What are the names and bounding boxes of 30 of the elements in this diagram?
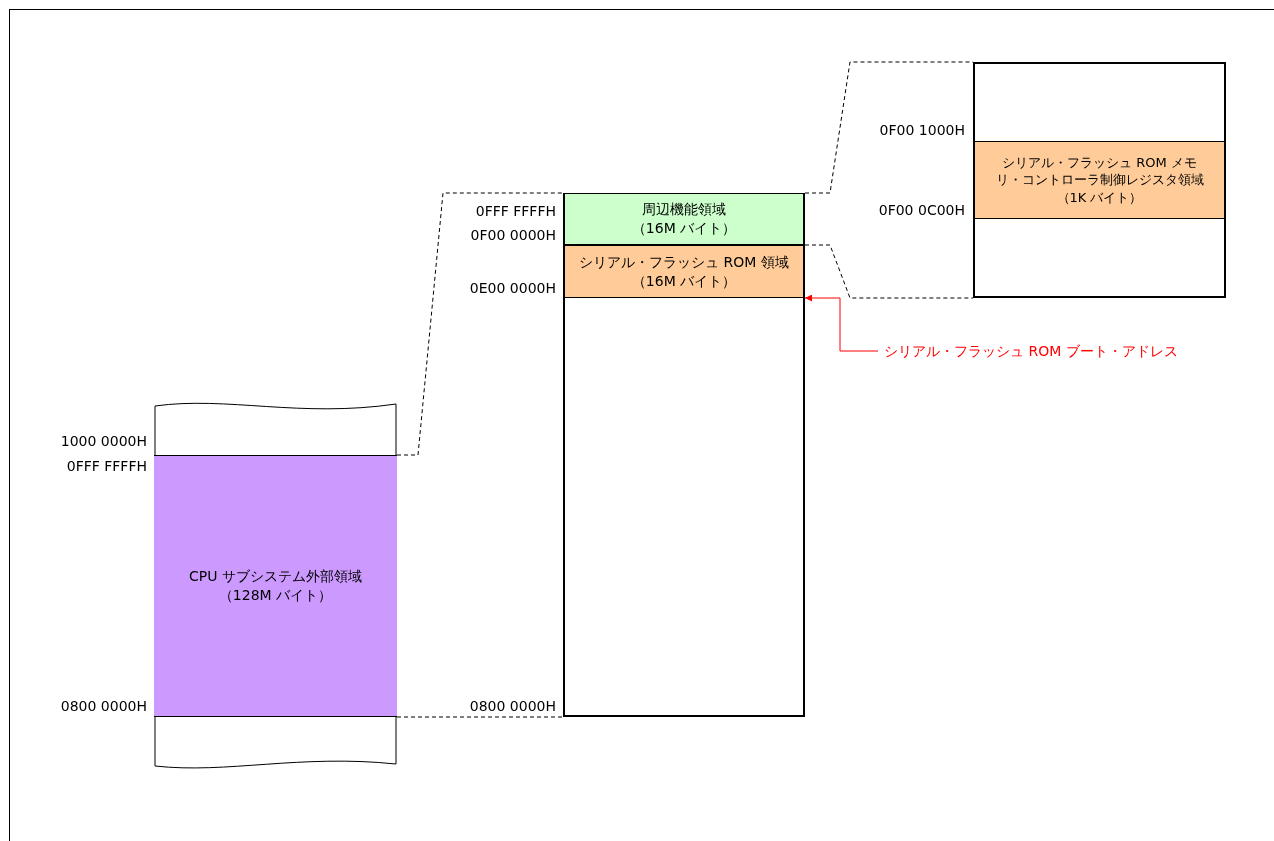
- memory-column-drawing: [154, 400, 397, 770]
- address-label: 0F00 1000H: [879, 122, 965, 138]
- connector-line: [804, 244, 974, 299]
- region-label: シリアル・フラッシュ ROM メモリ・コントローラ制御レジスタ領域: [994, 153, 1205, 189]
- address-label: 0FFF FFFFH: [475, 203, 556, 219]
- address-label: 0800 0000H: [60, 698, 147, 714]
- memory-map-box: [973, 62, 1226, 298]
- address-label: 1000 0000H: [60, 433, 147, 449]
- memory-region: [565, 245, 803, 298]
- region-label: （16M バイト）: [630, 271, 738, 291]
- address-label: 0FFF FFFFH: [66, 458, 147, 474]
- region-label: 周辺機能領域: [641, 200, 727, 219]
- address-label: 0800 0000H: [469, 698, 556, 714]
- memory-region: [154, 455, 397, 717]
- address-label: 0F00 0000H: [470, 227, 556, 243]
- region-label: （128M バイト）: [217, 586, 334, 605]
- memory-map-box: [563, 193, 805, 717]
- address-label: 0F00 0C00H: [878, 202, 965, 218]
- region-label: シリアル・フラッシュ ROM ブート・アドレス: [883, 341, 1179, 361]
- region-label: シリアル・フラッシュ ROM 領域: [578, 252, 790, 272]
- connector-line: [396, 716, 564, 718]
- memory-region: [975, 141, 1224, 219]
- arrow: [804, 294, 879, 352]
- region-label: CPU サブシステム外部領域: [188, 567, 363, 586]
- region-label: （1K バイト）: [1055, 188, 1144, 207]
- memory-region: [565, 193, 803, 245]
- address-label: 0E00 0000H: [469, 280, 556, 296]
- connector-line: [396, 192, 564, 456]
- connector-line: [804, 61, 974, 194]
- region-label: （16M バイト）: [630, 219, 738, 238]
